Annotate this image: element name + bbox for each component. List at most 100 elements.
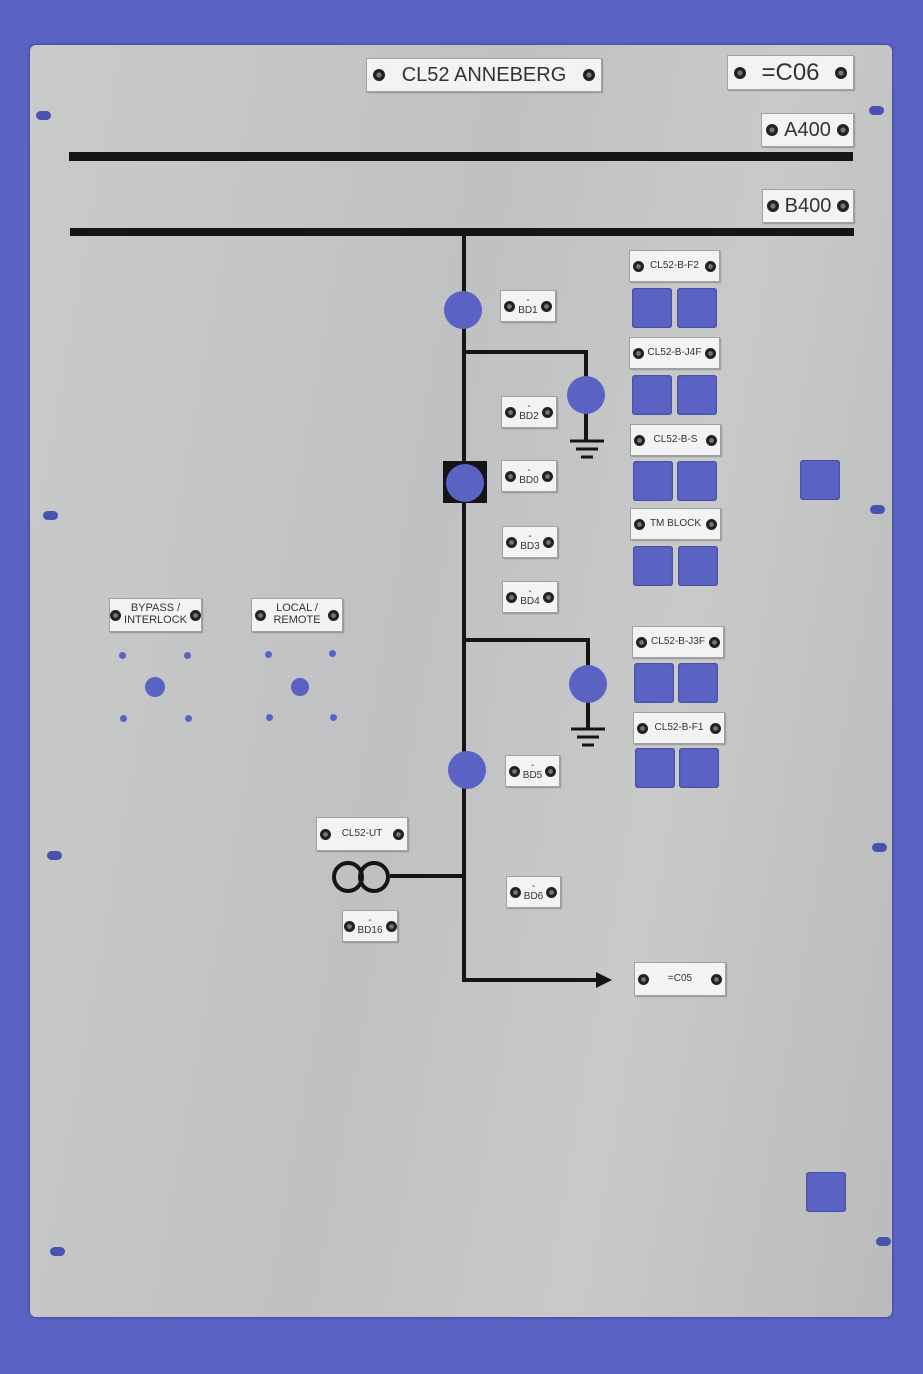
screw-icon <box>110 609 122 621</box>
indicator-label-tm-block: TM BLOCK <box>630 508 721 540</box>
indicator-cutout <box>633 461 673 501</box>
device-label-bd6: -BD6 <box>506 876 561 908</box>
screw-icon <box>706 518 717 530</box>
screw-icon <box>255 609 266 621</box>
screw-icon <box>509 886 521 898</box>
screw-icon <box>706 434 717 446</box>
screw-icon <box>506 536 517 548</box>
screw-icon <box>542 470 553 482</box>
indicator-cutout <box>635 748 675 788</box>
indicator-cutout <box>677 375 717 415</box>
mount-hole <box>120 715 127 722</box>
mount-hole <box>119 652 126 659</box>
mounting-slot <box>876 1237 891 1246</box>
screw-icon <box>505 470 516 482</box>
bypass-interlock-label: BYPASS / INTERLOCK <box>109 598 202 632</box>
screw-icon <box>320 828 331 840</box>
busbar-a400 <box>69 152 853 161</box>
indicator-cutout <box>678 546 718 586</box>
mounting-slot <box>47 851 62 860</box>
screw-icon <box>505 406 516 418</box>
screw-icon <box>835 66 847 79</box>
breaker-bd0-hole[interactable] <box>446 464 484 502</box>
busbar-a-label: A400 <box>761 113 854 147</box>
mounting-slot <box>872 843 887 852</box>
indicator-cutout <box>679 748 719 788</box>
indicator-cutout <box>806 1172 846 1212</box>
mount-hole <box>266 714 273 721</box>
screw-icon <box>508 765 520 777</box>
transformer-icon <box>332 861 390 893</box>
indicator-cutout <box>678 663 718 703</box>
mount-hole <box>330 714 337 721</box>
indicator-cutout <box>632 375 672 415</box>
device-label-bd2: -BD2 <box>501 396 557 428</box>
device-label-bd4: -BD4 <box>502 581 558 613</box>
earth-branch-1 <box>464 350 588 378</box>
screw-icon <box>766 200 779 212</box>
screw-icon <box>711 973 722 985</box>
screw-icon <box>189 609 201 621</box>
screw-icon <box>638 973 649 985</box>
earth-switch-bd4-hole[interactable] <box>569 665 607 703</box>
device-label-bd0: -BD0 <box>501 460 557 492</box>
cubicle-label: =C06 <box>727 55 854 90</box>
mount-hole <box>185 715 192 722</box>
mounting-slot <box>869 106 884 115</box>
screw-icon <box>328 609 339 621</box>
screw-icon <box>633 347 644 359</box>
screw-icon <box>705 347 716 359</box>
screw-icon <box>504 300 515 312</box>
mounting-slot <box>36 111 51 120</box>
indicator-cutout <box>677 461 717 501</box>
screw-icon <box>542 406 553 418</box>
mount-hole <box>329 650 336 657</box>
busbar-b400 <box>70 228 854 236</box>
mounting-slot <box>870 505 885 514</box>
mounting-slot <box>50 1247 65 1256</box>
screw-icon <box>705 260 716 272</box>
screw-icon <box>506 591 517 603</box>
mimic-panel <box>30 45 892 1317</box>
indicator-label-f1: CL52-B-F1 <box>633 712 725 744</box>
earth-switch-bd2-hole[interactable] <box>567 376 605 414</box>
screw-icon <box>545 765 557 777</box>
panel-title-label: CL52 ANNEBERG <box>366 58 602 92</box>
screw-icon <box>837 200 850 212</box>
indicator-cutout <box>800 460 840 500</box>
indicator-label-j3f: CL52-B-J3F <box>632 626 724 658</box>
screw-icon <box>637 722 648 734</box>
screw-icon <box>734 66 746 79</box>
busbar-b-label: B400 <box>762 189 854 223</box>
earth-branch-2 <box>466 638 590 666</box>
arrow-head-icon <box>596 972 612 988</box>
disconnector-bd1-hole[interactable] <box>444 291 482 329</box>
screw-icon <box>543 591 554 603</box>
local-remote-switch-hole[interactable] <box>291 678 309 696</box>
screw-icon <box>709 636 720 648</box>
screw-icon <box>766 124 779 136</box>
screw-icon <box>583 69 595 81</box>
bypass-switch-hole[interactable] <box>145 677 165 697</box>
indicator-cutout <box>632 288 672 328</box>
indicator-cutout <box>677 288 717 328</box>
outgoing-c05-label: =C05 <box>634 962 726 996</box>
screw-icon <box>546 886 558 898</box>
device-label-bd16: -BD16 <box>342 910 398 942</box>
transformer-label: CL52-UT <box>316 817 408 851</box>
screw-icon <box>636 636 647 648</box>
mount-hole <box>265 651 272 658</box>
mount-hole <box>184 652 191 659</box>
screw-icon <box>634 518 645 530</box>
screw-icon <box>393 828 404 840</box>
disconnector-bd5-hole[interactable] <box>448 751 486 789</box>
indicator-label-f2: CL52-B-F2 <box>629 250 720 282</box>
screw-icon <box>541 300 552 312</box>
screw-icon <box>836 124 849 136</box>
device-label-bd5: -BD5 <box>505 755 560 787</box>
local-remote-label: LOCAL / REMOTE <box>251 598 343 632</box>
indicator-label-s: CL52-B-S <box>630 424 721 456</box>
device-label-bd3: -BD3 <box>502 526 558 558</box>
indicator-label-j4f: CL52-B-J4F <box>629 337 720 369</box>
screw-icon <box>634 434 645 446</box>
